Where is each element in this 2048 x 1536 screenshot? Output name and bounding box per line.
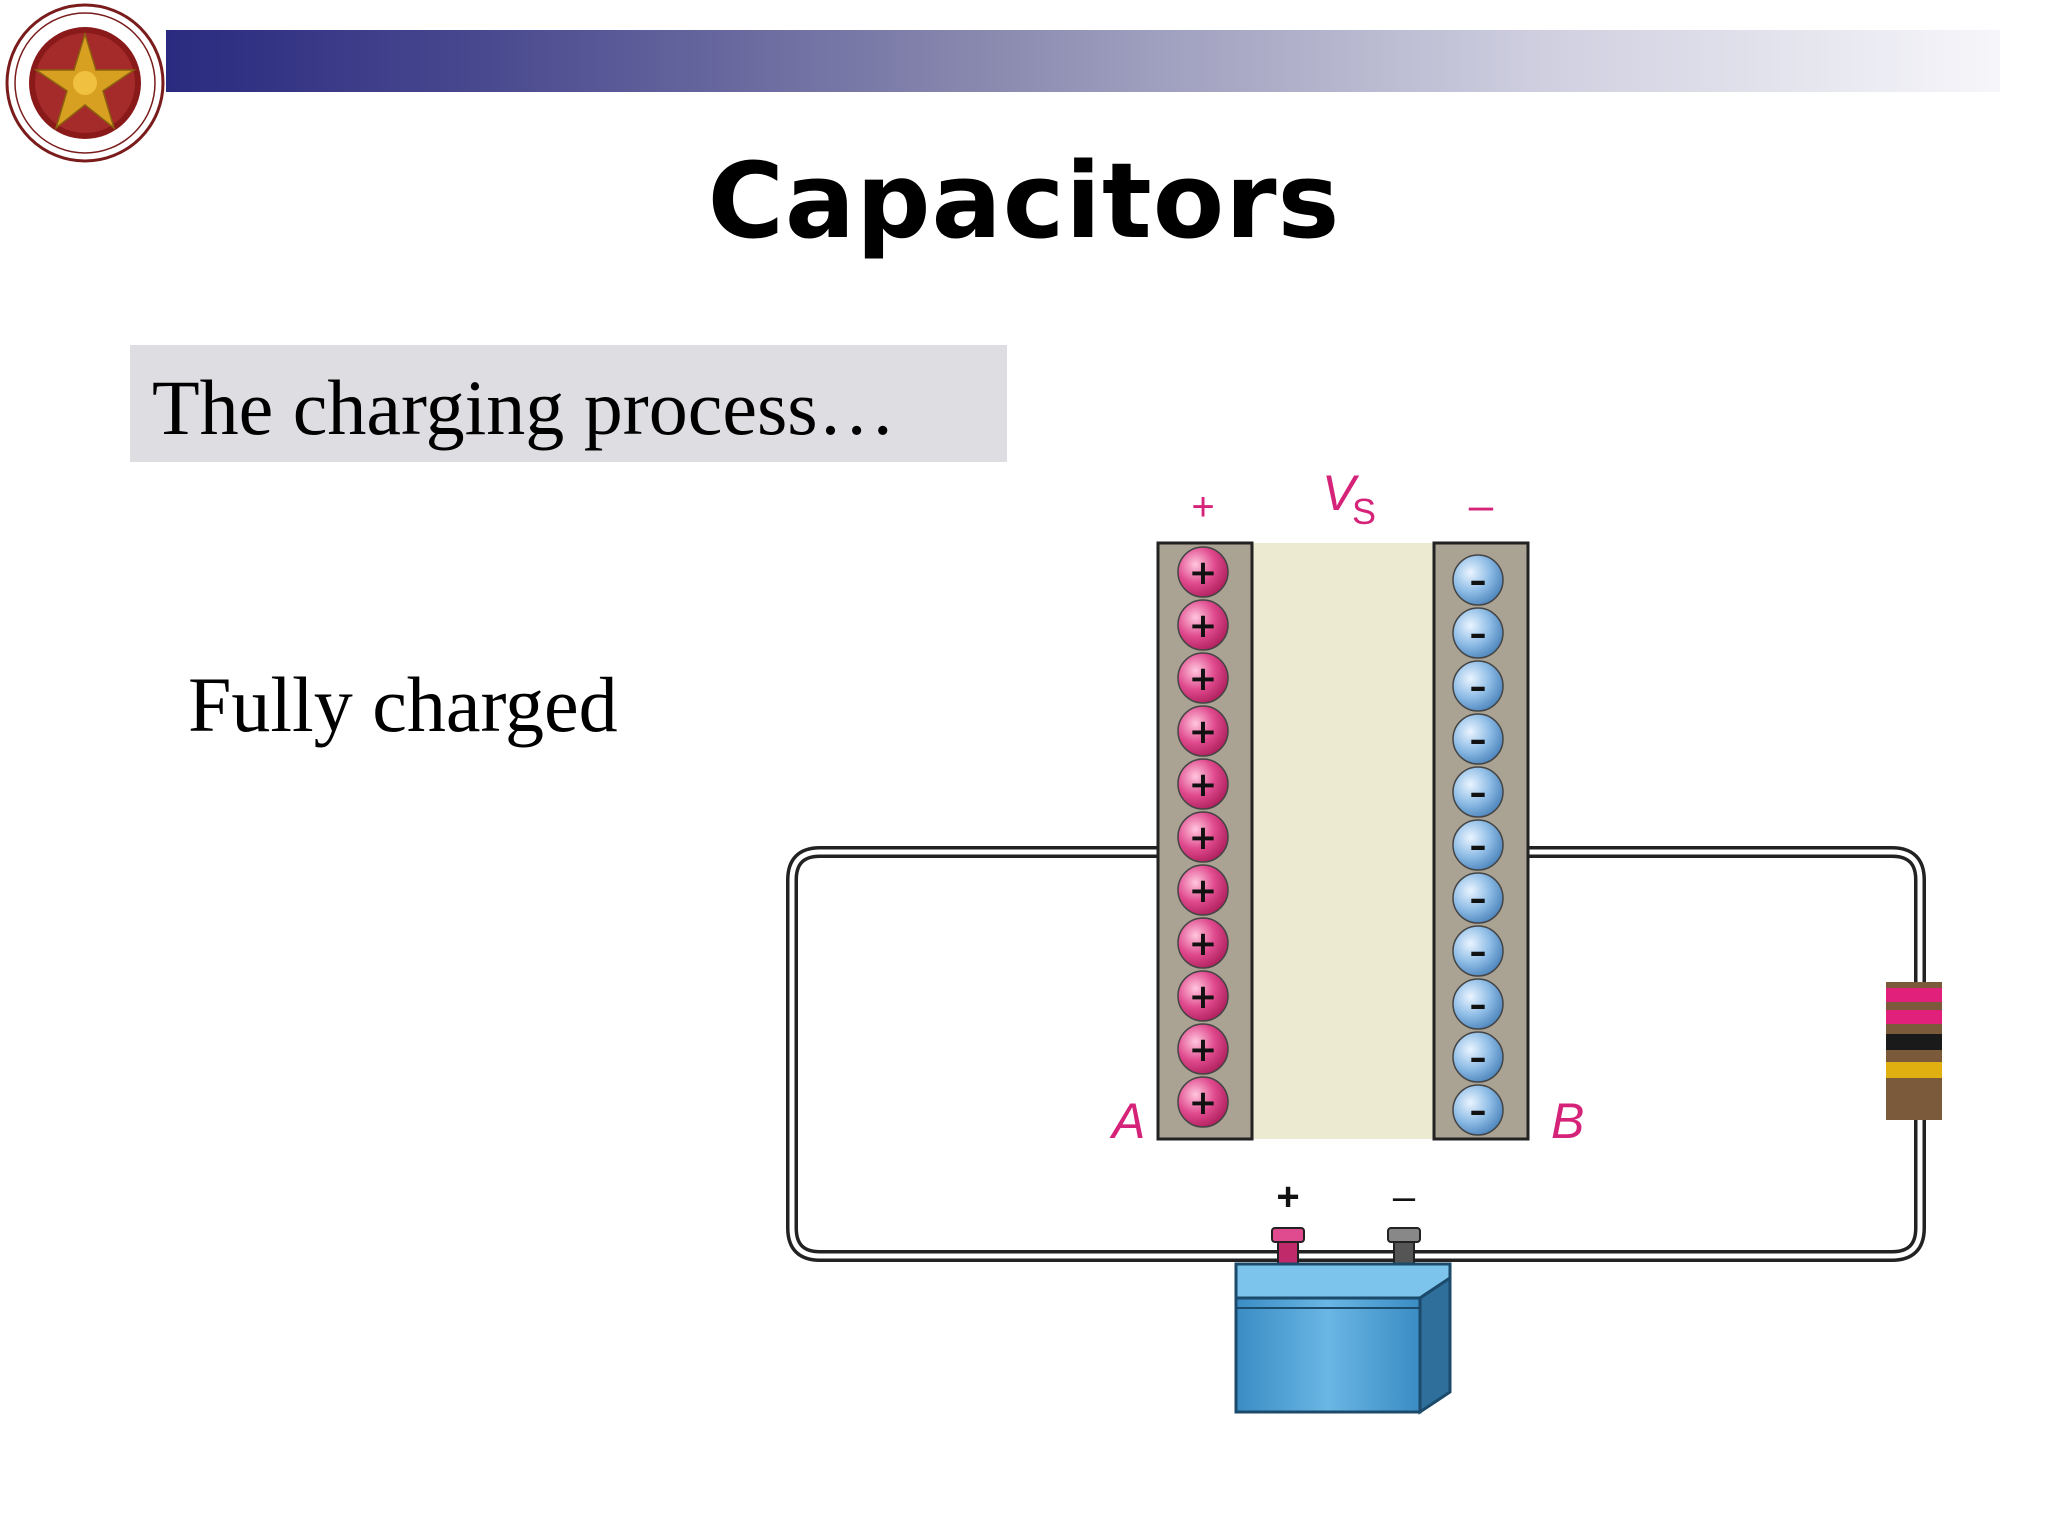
plate-a-polarity-label: +: [1191, 485, 1214, 529]
negative-charge: –: [1452, 978, 1504, 1030]
positive-charge-symbol: +: [1189, 924, 1218, 964]
circuit-wire: [786, 846, 1926, 1262]
voltage-label: V: [1322, 465, 1360, 521]
positive-charge: +: [1177, 546, 1229, 598]
battery: + –: [1234, 1175, 1452, 1415]
subtitle-text: The charging process…: [152, 364, 896, 451]
positive-charge-symbol: +: [1189, 1030, 1218, 1070]
positive-charge: +: [1177, 970, 1229, 1022]
positive-charge: +: [1177, 864, 1229, 916]
positive-charge-symbol: +: [1189, 818, 1218, 858]
negative-charge: –: [1452, 1031, 1504, 1083]
battery-negative-terminal: [1387, 1227, 1421, 1265]
negative-charge: –: [1452, 766, 1504, 818]
negative-charges: – – – – – – – – – – –: [1452, 554, 1504, 1136]
negative-charge-symbol: –: [1470, 932, 1487, 972]
positive-charge-symbol: +: [1189, 659, 1218, 699]
negative-charge-symbol: –: [1470, 614, 1487, 654]
header-bar: [166, 30, 2000, 92]
university-seal-icon: [5, 3, 165, 163]
negative-charge-symbol: –: [1470, 720, 1487, 760]
positive-charge: +: [1177, 705, 1229, 757]
positive-charge-symbol: +: [1189, 871, 1218, 911]
negative-charge-symbol: –: [1470, 879, 1487, 919]
resistor: [1886, 982, 1942, 1120]
negative-charge-symbol: –: [1470, 826, 1487, 866]
dielectric: [1252, 543, 1434, 1139]
plate-a-label: A: [1109, 1093, 1145, 1149]
negative-charge-symbol: –: [1470, 1038, 1487, 1078]
plate-b-polarity-label: –: [1469, 481, 1494, 530]
positive-charge-symbol: +: [1189, 765, 1218, 805]
negative-charge: –: [1452, 660, 1504, 712]
positive-charge: +: [1177, 917, 1229, 969]
positive-charge: +: [1177, 1076, 1229, 1128]
negative-charge-symbol: –: [1470, 561, 1487, 601]
positive-charge-symbol: +: [1189, 712, 1218, 752]
battery-positive-terminal: [1271, 1227, 1305, 1265]
positive-charge: +: [1177, 652, 1229, 704]
positive-charges: + + + + + + + + + + +: [1177, 546, 1229, 1128]
negative-charge-symbol: –: [1470, 773, 1487, 813]
positive-charge: +: [1177, 811, 1229, 863]
subtitle-box: The charging process…: [130, 345, 1007, 462]
negative-charge: –: [1452, 607, 1504, 659]
plate-b-label: B: [1551, 1093, 1584, 1149]
negative-charge: –: [1452, 925, 1504, 977]
negative-charge: –: [1452, 819, 1504, 871]
negative-charge-symbol: –: [1470, 667, 1487, 707]
voltage-subscript: S: [1352, 491, 1376, 532]
battery-negative-label: –: [1393, 1175, 1416, 1219]
positive-charge-symbol: +: [1189, 606, 1218, 646]
slide-title: Capacitors: [707, 140, 1341, 262]
negative-charge: –: [1452, 713, 1504, 765]
positive-charge: +: [1177, 758, 1229, 810]
negative-charge-symbol: –: [1470, 1091, 1487, 1131]
negative-charge: –: [1452, 554, 1504, 606]
positive-charge: +: [1177, 1023, 1229, 1075]
negative-charge: –: [1452, 872, 1504, 924]
positive-charge-symbol: +: [1189, 1083, 1218, 1123]
negative-charge: –: [1452, 1084, 1504, 1136]
charge-state-label: Fully charged: [188, 661, 618, 748]
positive-charge-symbol: +: [1189, 977, 1218, 1017]
positive-charge: +: [1177, 599, 1229, 651]
battery-positive-label: +: [1276, 1175, 1299, 1219]
negative-charge-symbol: –: [1470, 985, 1487, 1025]
positive-charge-symbol: +: [1189, 553, 1218, 593]
